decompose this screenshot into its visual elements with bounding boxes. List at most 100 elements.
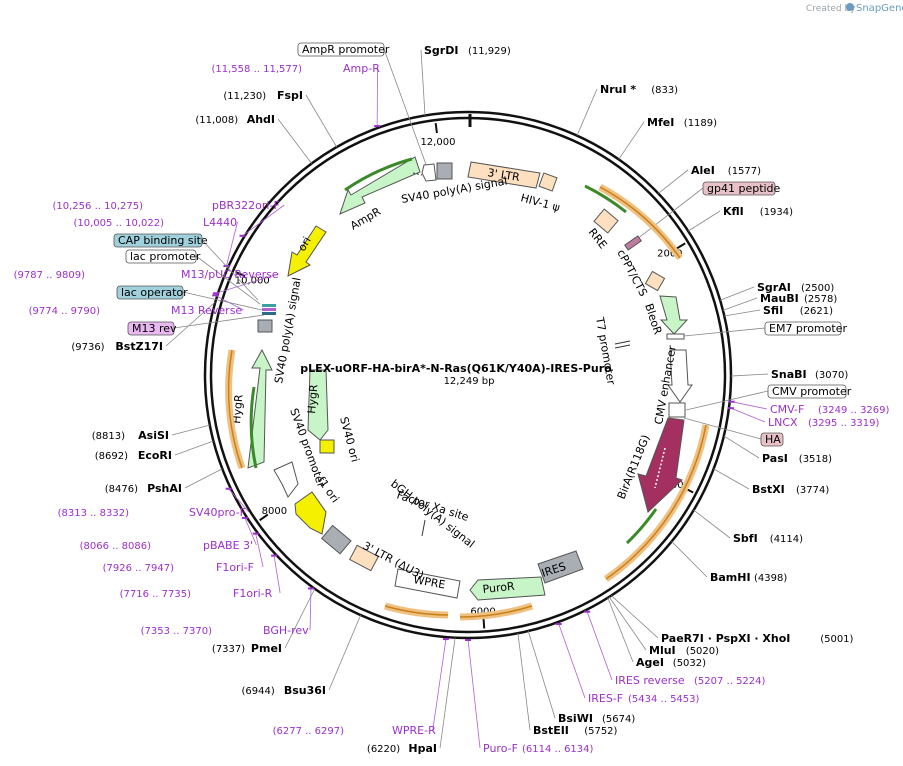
site-leader	[658, 169, 689, 194]
primer-l4440[interactable]: L4440(10,005 .. 10,022)	[74, 216, 238, 229]
site-fspi[interactable]: FspI(11,230)	[223, 89, 303, 102]
site-leader	[174, 440, 214, 456]
primer-pbabe-3-[interactable]: pBABE 3'(8066 .. 8086)	[80, 539, 254, 552]
primer-wpre-r[interactable]: WPRE-R(6277 .. 6297)	[273, 724, 436, 737]
site-name: SgrAI	[757, 281, 791, 294]
primer-cmv-f[interactable]: CMV-F(3249 .. 3269)	[770, 403, 890, 416]
site-nrui-[interactable]: NruI *(833)	[600, 83, 678, 96]
feature-green-arc-3	[249, 386, 258, 469]
site-mlui[interactable]: MluI(5020)	[649, 644, 719, 657]
boxed-m13-rev[interactable]: M13 rev	[127, 321, 177, 336]
site-maubi[interactable]: MauBI(2578)	[760, 292, 837, 305]
primer-m13-reverse[interactable]: M13 Reverse(9774 .. 9790)	[29, 304, 243, 317]
boxed-lac-operator[interactable]: lac operator	[116, 285, 188, 300]
backbone-outer-ring	[203, 110, 733, 640]
tick-label-6000: 6000	[470, 607, 495, 618]
primer-name: WPRE-R	[392, 724, 436, 737]
boxed-label-text: CMV promoter	[772, 385, 852, 398]
site-name: MfeI	[647, 116, 674, 129]
site-position: (1189)	[684, 118, 717, 129]
boxed-ampr-promoter[interactable]: AmpR promoter	[297, 42, 390, 57]
tick-label-8000: 8000	[262, 506, 287, 517]
site-leader	[439, 637, 456, 749]
site-leader	[687, 210, 721, 232]
feature-hygr-outer-arrow	[247, 348, 273, 469]
site-position: (1934)	[760, 207, 793, 218]
primer-leader	[432, 639, 447, 731]
tick-10000	[235, 271, 246, 278]
site-position: (6944)	[242, 686, 275, 697]
site-position: (3774)	[796, 485, 829, 496]
primer-m13-puc-reverse[interactable]: M13/pUC Reverse(9787 .. 9809)	[14, 268, 279, 281]
site-kfli[interactable]: KflI(1934)	[723, 205, 793, 218]
feature-label-sv40-ori: SV40 ori	[337, 415, 362, 463]
site-bsu36i[interactable]: Bsu36I(6944)	[242, 684, 326, 697]
site-leader	[527, 630, 556, 719]
primer-leader	[244, 517, 257, 546]
feature-layer: 3' LTR HIV-1 ψ RRE cPPT/CTS BleoR T7 pro…	[225, 156, 710, 621]
plasmid-length: 12,249 bp	[444, 376, 495, 387]
feature-label-puror: PuroR	[482, 580, 516, 596]
site-alei[interactable]: AleI(1577)	[691, 164, 761, 177]
site-paer7i-pspxi-xhoi[interactable]: PaeR7I · PspXI · XhoI(5001)	[661, 632, 854, 645]
site-bstxi[interactable]: BstXI(3774)	[752, 483, 829, 496]
feature-orange-arc-3-line	[384, 605, 449, 616]
site-sgrai[interactable]: SgrAI (2500)	[757, 281, 834, 294]
primer-amp-r[interactable]: Amp-R (11,558 .. 11,577)	[212, 62, 381, 75]
site-hpai[interactable]: HpaI(6220)	[367, 742, 437, 755]
site-sbfi[interactable]: SbfI(4114)	[733, 532, 803, 545]
site-pasi[interactable]: PasI(3518)	[762, 452, 832, 465]
site-leader	[165, 301, 216, 347]
site-bamhi[interactable]: BamHI(4398)	[710, 571, 787, 584]
primer-name: Amp-R	[343, 62, 380, 75]
boxed-cap-binding-site[interactable]: CAP binding site	[113, 233, 208, 248]
primer-leader	[226, 221, 238, 267]
feature-lac-mark-3	[262, 312, 276, 315]
site-pshai[interactable]: PshAI(8476)	[105, 482, 182, 495]
boxed-lac-promoter[interactable]: lac promoter	[125, 249, 201, 264]
primer-lncx[interactable]: LNCX(3295 .. 3319)	[768, 416, 880, 429]
site-sfii[interactable]: SfiI(2621)	[763, 304, 833, 317]
feature-puror-arrow	[469, 576, 546, 601]
tick-2000	[676, 242, 686, 250]
site-leader	[730, 373, 769, 377]
site-position: (2500)	[801, 283, 834, 294]
primer-ires-f[interactable]: IRES-F(5434 .. 5453)	[588, 692, 700, 705]
site-name: BamHI	[710, 571, 751, 584]
boxed-gp41-peptide[interactable]: gp41 peptide	[702, 181, 781, 196]
primer-position: (9774 .. 9790)	[29, 306, 101, 317]
site-bsiwi[interactable]: BsiWI(5674)	[558, 712, 635, 725]
primer-position: (11,558 .. 11,577)	[212, 64, 303, 75]
site-ahdi[interactable]: AhdI(11,008)	[195, 113, 275, 126]
site-name: PmeI	[251, 642, 282, 655]
primer-f1ori-r[interactable]: F1ori-R(7716 .. 7735)	[120, 587, 273, 600]
feature-label-hygr-outer: HygR	[230, 393, 246, 424]
site-bstz17i[interactable]: BstZ17I(9736)	[71, 340, 163, 353]
site-leader	[713, 468, 750, 490]
site-sgrdi[interactable]: SgrDI(11,929)	[424, 44, 511, 57]
primer-f1ori-f[interactable]: F1ori-F(7926 .. 7947)	[103, 561, 254, 574]
site-snabi[interactable]: SnaBI(3070)	[771, 368, 848, 381]
primer-puro-f[interactable]: Puro-F(6114 .. 6134)	[483, 742, 594, 755]
site-ecori[interactable]: EcoRI(8692)	[95, 449, 172, 462]
site-name: BstEII	[533, 724, 569, 737]
primer-ires-reverse[interactable]: IRES reverse(5207 .. 5224)	[615, 674, 766, 687]
primer-sv40pro-f[interactable]: SV40pro-F(8313 .. 8332)	[58, 506, 246, 519]
primer-name: SV40pro-F	[189, 506, 246, 519]
site-name: SgrDI	[424, 44, 458, 57]
boxed-cmv-promoter[interactable]: CMV promoter	[767, 384, 852, 399]
site-position: (8813)	[92, 431, 125, 442]
site-agei[interactable]: AgeI(5032)	[636, 656, 706, 669]
site-bsteii[interactable]: BstEII(5752)	[533, 724, 618, 737]
boxed-ha[interactable]: HA	[760, 432, 784, 447]
site-mfei[interactable]: MfeI (1189)	[647, 116, 717, 129]
site-pmei[interactable]: PmeI(7337)	[212, 642, 282, 655]
boxed-leader	[173, 314, 265, 329]
primer-bgh-rev[interactable]: BGH-rev(7353 .. 7370)	[141, 624, 310, 637]
boxed-label-text: gp41 peptide	[707, 182, 781, 195]
site-asisi[interactable]: AsiSI(8813)	[92, 429, 169, 442]
site-name: HpaI	[408, 742, 437, 755]
primer-name: pBR322ori-F	[212, 199, 280, 212]
boxed-em7-promoter[interactable]: EM7 promoter	[764, 321, 847, 336]
primer-pbr322ori-f[interactable]: pBR322ori-F(10,256 .. 10,275)	[53, 199, 280, 212]
